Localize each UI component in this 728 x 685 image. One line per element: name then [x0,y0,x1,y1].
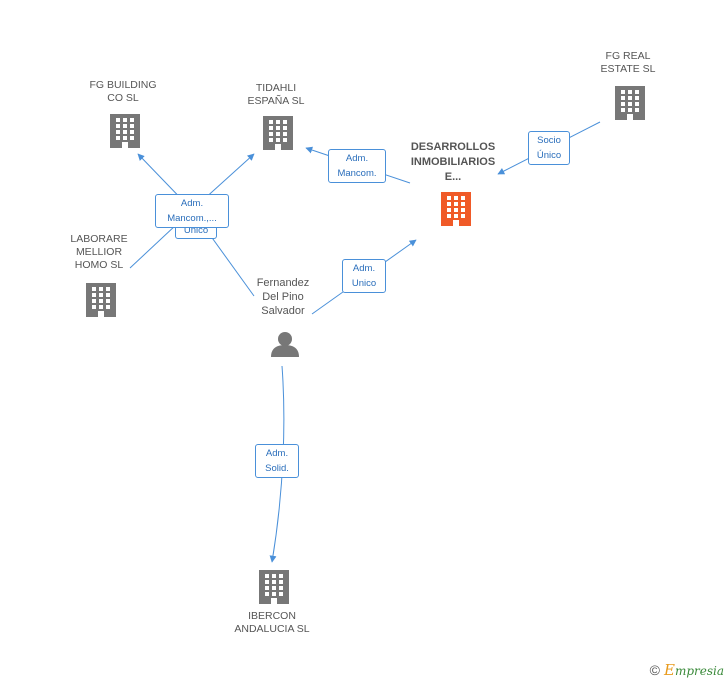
brand-logo: Empresia [663,661,724,679]
person-icon [271,332,299,357]
node-label-fg-building[interactable]: FG BUILDING CO SL [89,79,157,104]
building-icon-ibercon [259,570,289,604]
node-label-fg-real-estate[interactable]: FG REAL ESTATE SL [600,50,656,75]
building-icon-tidahli [263,116,293,150]
building-icon-fg-building [110,114,140,148]
node-label-person[interactable]: Fernandez Del Pino Salvador [256,277,310,317]
node-label-ibercon[interactable]: IBERCON ANDALUCIA SL [234,610,310,635]
edge-label-adm-unico: Adm. Unico [342,259,386,293]
footer-brand: © Empresia [650,661,724,679]
copyright-symbol: © [649,662,660,678]
edge-label-adm-solid: Adm. Solid. [255,444,299,478]
building-icon-fg-real-estate [615,86,645,120]
building-icon-desarrollos [441,192,471,226]
edge-label-adm-mancom: Adm. Mancom. [328,149,386,183]
edge-label-adm-mancom-multi: Adm. Mancom.,... [155,194,229,228]
building-icon-laborare [86,283,116,317]
node-label-tidahli[interactable]: TIDAHLI ESPAÑA SL [247,82,305,107]
node-label-laborare[interactable]: LABORARE MELLIOR HOMO SL [70,233,128,271]
edge-label-socio-unico: Socio Único [528,131,570,165]
node-label-desarrollos[interactable]: DESARROLLOS INMOBILIARIOS E... [410,141,496,183]
